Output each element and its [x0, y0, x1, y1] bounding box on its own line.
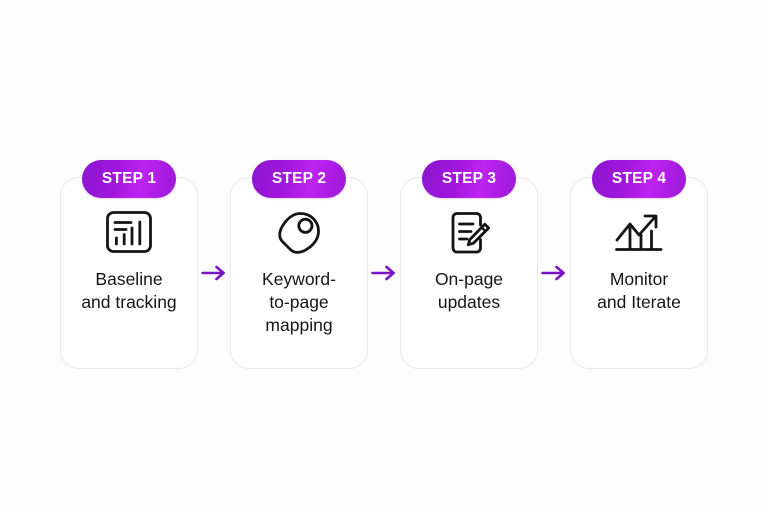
step-1-label: Baseline and tracking: [81, 268, 177, 312]
arrow-right-icon: [541, 265, 565, 280]
step-3[interactable]: STEP 3 On-page updates: [400, 159, 538, 369]
connector-2: [368, 177, 400, 369]
step-1[interactable]: STEP 1 Baseline and tracking: [60, 159, 198, 369]
connector-1: [198, 177, 230, 369]
step-3-card[interactable]: On-page updates: [400, 176, 538, 369]
step-4-badge: STEP 4: [592, 159, 686, 198]
connector-3: [538, 177, 570, 369]
step-2-card[interactable]: Keyword- to-page mapping: [230, 176, 368, 369]
step-4-label: Monitor and Iterate: [597, 268, 681, 312]
growth-chart-arrow-icon: [609, 204, 669, 262]
bar-chart-report-icon: [99, 204, 159, 262]
step-3-badge: STEP 3: [422, 159, 516, 198]
step-3-label: On-page updates: [434, 268, 504, 312]
step-1-card[interactable]: Baseline and tracking: [60, 176, 198, 369]
document-edit-pencil-icon: [439, 204, 499, 262]
step-2-label: Keyword- to-page mapping: [262, 268, 336, 336]
step-flow-row: STEP 1 Baseline and tracking: [60, 159, 708, 369]
step-2[interactable]: STEP 2 Keyword- to-page mapping: [230, 159, 368, 369]
arrow-right-icon: [201, 265, 225, 280]
step-2-badge: STEP 2: [252, 159, 346, 198]
price-tag-icon: [269, 204, 329, 262]
step-1-badge: STEP 1: [82, 159, 176, 198]
step-4-card[interactable]: Monitor and Iterate: [570, 176, 708, 369]
step-4[interactable]: STEP 4 Monitor and Iterate: [570, 159, 708, 369]
arrow-right-icon: [371, 265, 395, 280]
